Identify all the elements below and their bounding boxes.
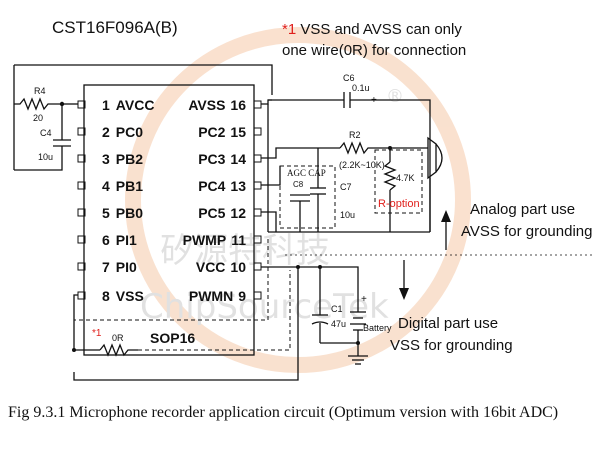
watermark-en: ChipSourceTek bbox=[140, 287, 389, 327]
c6-name: C6 bbox=[343, 73, 355, 83]
part-number: CST16F096A(B) bbox=[52, 18, 178, 37]
analog-line-2: AVSS for grounding bbox=[461, 223, 592, 240]
analog-line-1: Analog part use bbox=[470, 201, 575, 218]
battery-label: Battery bbox=[363, 323, 392, 333]
r2-value: (2.2K~10K) bbox=[339, 160, 385, 170]
agc-label: AGC CAP bbox=[287, 168, 326, 178]
c7-name: C7 bbox=[340, 182, 352, 192]
r4-value: 20 bbox=[33, 113, 43, 123]
note-line-2: one wire(0R) for connection bbox=[282, 42, 466, 59]
note-marker: *1 bbox=[282, 21, 296, 38]
r-opt-value: 4.7K bbox=[396, 173, 415, 183]
r-option-label: R-option bbox=[378, 198, 420, 210]
c1-value: 47u bbox=[331, 319, 346, 329]
c8-name: C8 bbox=[293, 180, 304, 189]
c1-name: C1 bbox=[331, 304, 343, 314]
r0-note-marker: *1 bbox=[92, 328, 102, 339]
c1-polarity: + bbox=[361, 294, 367, 305]
c7-value: 10u bbox=[340, 210, 355, 220]
ic-package-label: SOP16 bbox=[150, 330, 195, 346]
c4-value: 10u bbox=[38, 152, 53, 162]
ic-body bbox=[83, 84, 255, 356]
agc-network: AGC CAP C8 C7 10u bbox=[261, 148, 355, 232]
avcc-network: R4 20 C4 10u bbox=[13, 65, 78, 171]
c6-polarity: + bbox=[371, 95, 377, 106]
r-option-box bbox=[374, 149, 423, 214]
digital-line-1: Digital part use bbox=[398, 315, 498, 332]
r2-name: R2 bbox=[349, 130, 361, 140]
agc-box bbox=[279, 165, 336, 229]
c6-value: 0.1u bbox=[352, 83, 370, 93]
power-network: C1 47u + Battery bbox=[73, 265, 392, 381]
note-text-1: VSS and AVSS can only bbox=[296, 21, 462, 38]
watermark-reg: ® bbox=[386, 86, 404, 107]
figure-caption: Fig 9.3.1 Microphone recorder applicatio… bbox=[8, 404, 558, 421]
top-wire bbox=[14, 64, 273, 95]
vss-network: 0R *1 bbox=[72, 238, 291, 357]
r4-name: R4 bbox=[34, 86, 46, 96]
mic-network: R2 (2.2K~10K) 4.7K R-option bbox=[261, 130, 443, 232]
microphone-icon bbox=[427, 136, 437, 180]
r0-name: 0R bbox=[112, 333, 124, 343]
c4-name: C4 bbox=[40, 128, 52, 138]
digital-line-2: VSS for grounding bbox=[390, 337, 513, 354]
note-line-1: *1 VSS and AVSS can only bbox=[282, 21, 462, 38]
watermark-cn: 矽源特科技 bbox=[160, 231, 330, 271]
